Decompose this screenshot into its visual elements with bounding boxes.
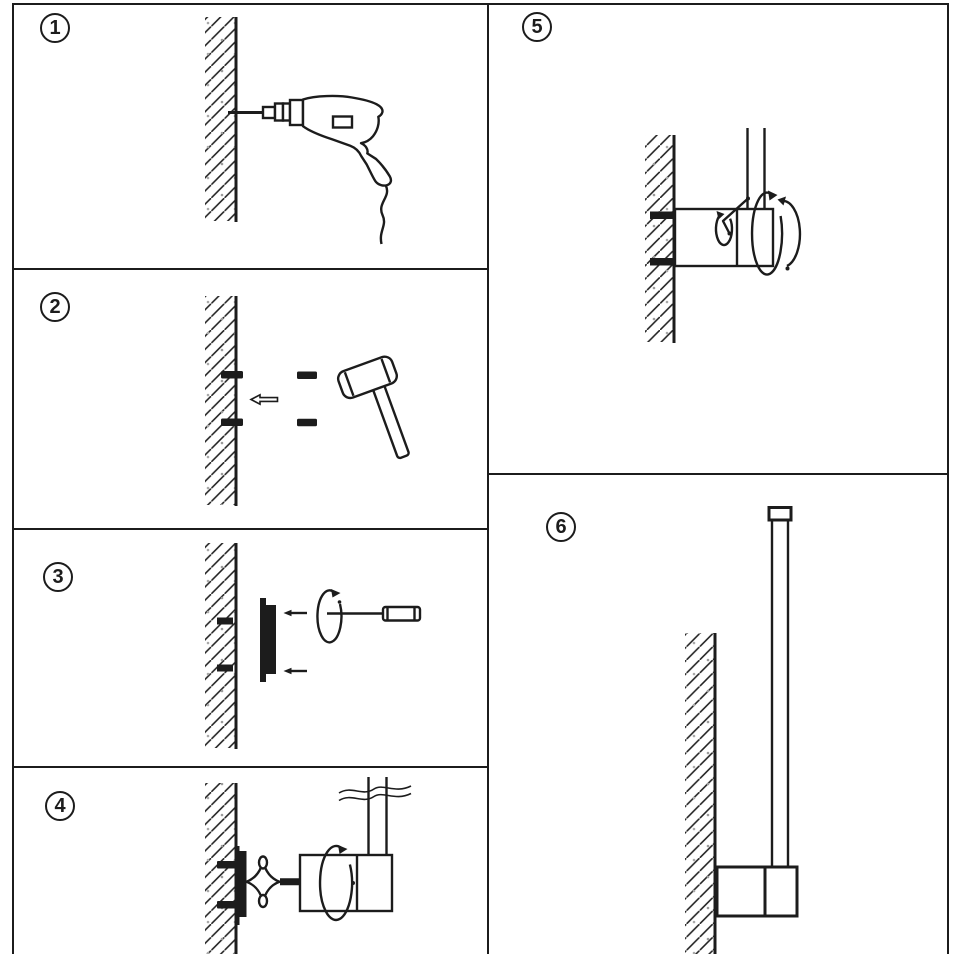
wall-anchor-loose: [297, 371, 317, 379]
screw-plate-illustration: [205, 543, 422, 749]
drill-cord: [379, 185, 389, 245]
step-number: 5: [531, 16, 543, 38]
pole-cap: [767, 506, 793, 522]
wall: [685, 633, 717, 954]
wall: [645, 135, 676, 343]
step-number-badge: 2: [40, 292, 70, 322]
rotation-arrow-icon: [750, 190, 802, 276]
rotation-arrow-icon: [318, 844, 355, 922]
step-panel-4: 4: [14, 768, 489, 954]
drill-chuck: [261, 98, 305, 127]
fixture-body: [715, 865, 799, 918]
step-panel-3: 3: [14, 530, 489, 768]
screw-in-wall: [650, 211, 676, 219]
anchor-in-wall: [217, 617, 233, 625]
allen-key-icon: [721, 196, 750, 236]
pole-with-break: [338, 777, 412, 855]
step-number: 1: [49, 17, 61, 39]
step-panel-1: 1: [14, 5, 489, 270]
step-number: 6: [555, 516, 567, 538]
step-number-badge: 3: [43, 562, 73, 592]
tighten-and-rotate-illustration: [645, 128, 802, 343]
pole: [767, 506, 793, 867]
screw-arrow-icon: [283, 667, 307, 675]
wall-anchor-loose: [297, 418, 317, 427]
direction-arrow-icon: [249, 393, 279, 406]
drill-vent: [331, 115, 354, 129]
step-number-badge: 1: [40, 13, 70, 43]
drill-into-wall-illustration: [205, 17, 393, 245]
wall: [205, 543, 238, 749]
drill-body: [301, 94, 393, 187]
hammer-anchors-illustration: [205, 296, 410, 506]
mounting-plate: [235, 846, 247, 925]
step-number-badge: 6: [546, 512, 576, 542]
sheet-border: 1: [12, 3, 949, 954]
screw-in-wall: [650, 258, 676, 266]
attach-body-illustration: [205, 777, 412, 954]
step-number-badge: 5: [522, 12, 552, 42]
step-panel-6: 6: [489, 475, 947, 954]
drill-icon: [228, 94, 393, 245]
wall: [205, 17, 238, 222]
step-panel-5: 5: [489, 5, 947, 475]
small-rotation-arrow-icon: [714, 211, 734, 247]
wall: [205, 296, 238, 506]
rotation-arrow-icon: [316, 589, 343, 644]
step-panel-2: 2: [14, 270, 489, 530]
mallet-icon: [336, 355, 410, 460]
step-number: 2: [49, 296, 61, 318]
finished-product-illustration: [685, 506, 799, 954]
mounting-plate: [260, 598, 276, 682]
step-number: 4: [54, 795, 66, 817]
step-number-badge: 4: [45, 791, 75, 821]
pole: [746, 128, 766, 209]
screwdriver-icon: [327, 605, 422, 622]
anchor-in-wall: [217, 664, 233, 672]
fixture-body: [298, 853, 394, 913]
screw-arrow-icon: [283, 609, 307, 617]
fixture-body: [673, 207, 775, 268]
mallet-handle: [372, 383, 410, 460]
mallet-head: [336, 355, 398, 400]
wall-anchor-inserted: [221, 418, 243, 426]
step-number: 3: [52, 566, 64, 588]
wall-anchor-inserted: [221, 371, 243, 379]
bracket-star-knob: [245, 855, 281, 909]
